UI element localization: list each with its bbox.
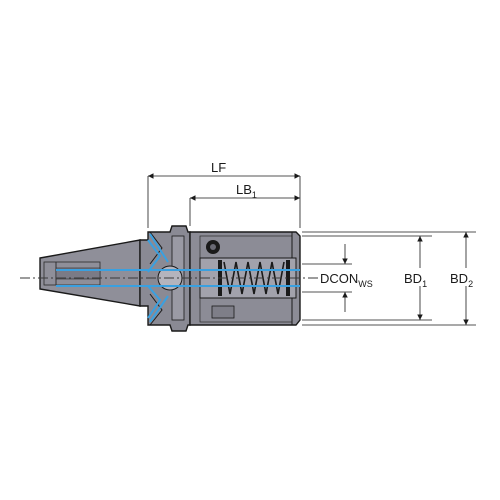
- flange-v-groove: [149, 231, 163, 326]
- lb1-label: LB1: [236, 182, 257, 200]
- clamp-screw-socket: [210, 244, 216, 250]
- spring-end-right: [286, 260, 290, 296]
- lf-label: LF: [211, 160, 226, 175]
- bd2-label-bg: [448, 268, 482, 286]
- taper-coolant-channel: [55, 267, 101, 280]
- bd2-label: BD2: [450, 271, 473, 289]
- bd1-label: BD1: [404, 271, 427, 289]
- coolant-channels: [56, 233, 300, 323]
- bd1-label-bg: [402, 268, 436, 286]
- spring-coil: [223, 261, 285, 295]
- dcon-ws-label: DCONWS: [320, 271, 373, 289]
- drive-key: [211, 305, 235, 319]
